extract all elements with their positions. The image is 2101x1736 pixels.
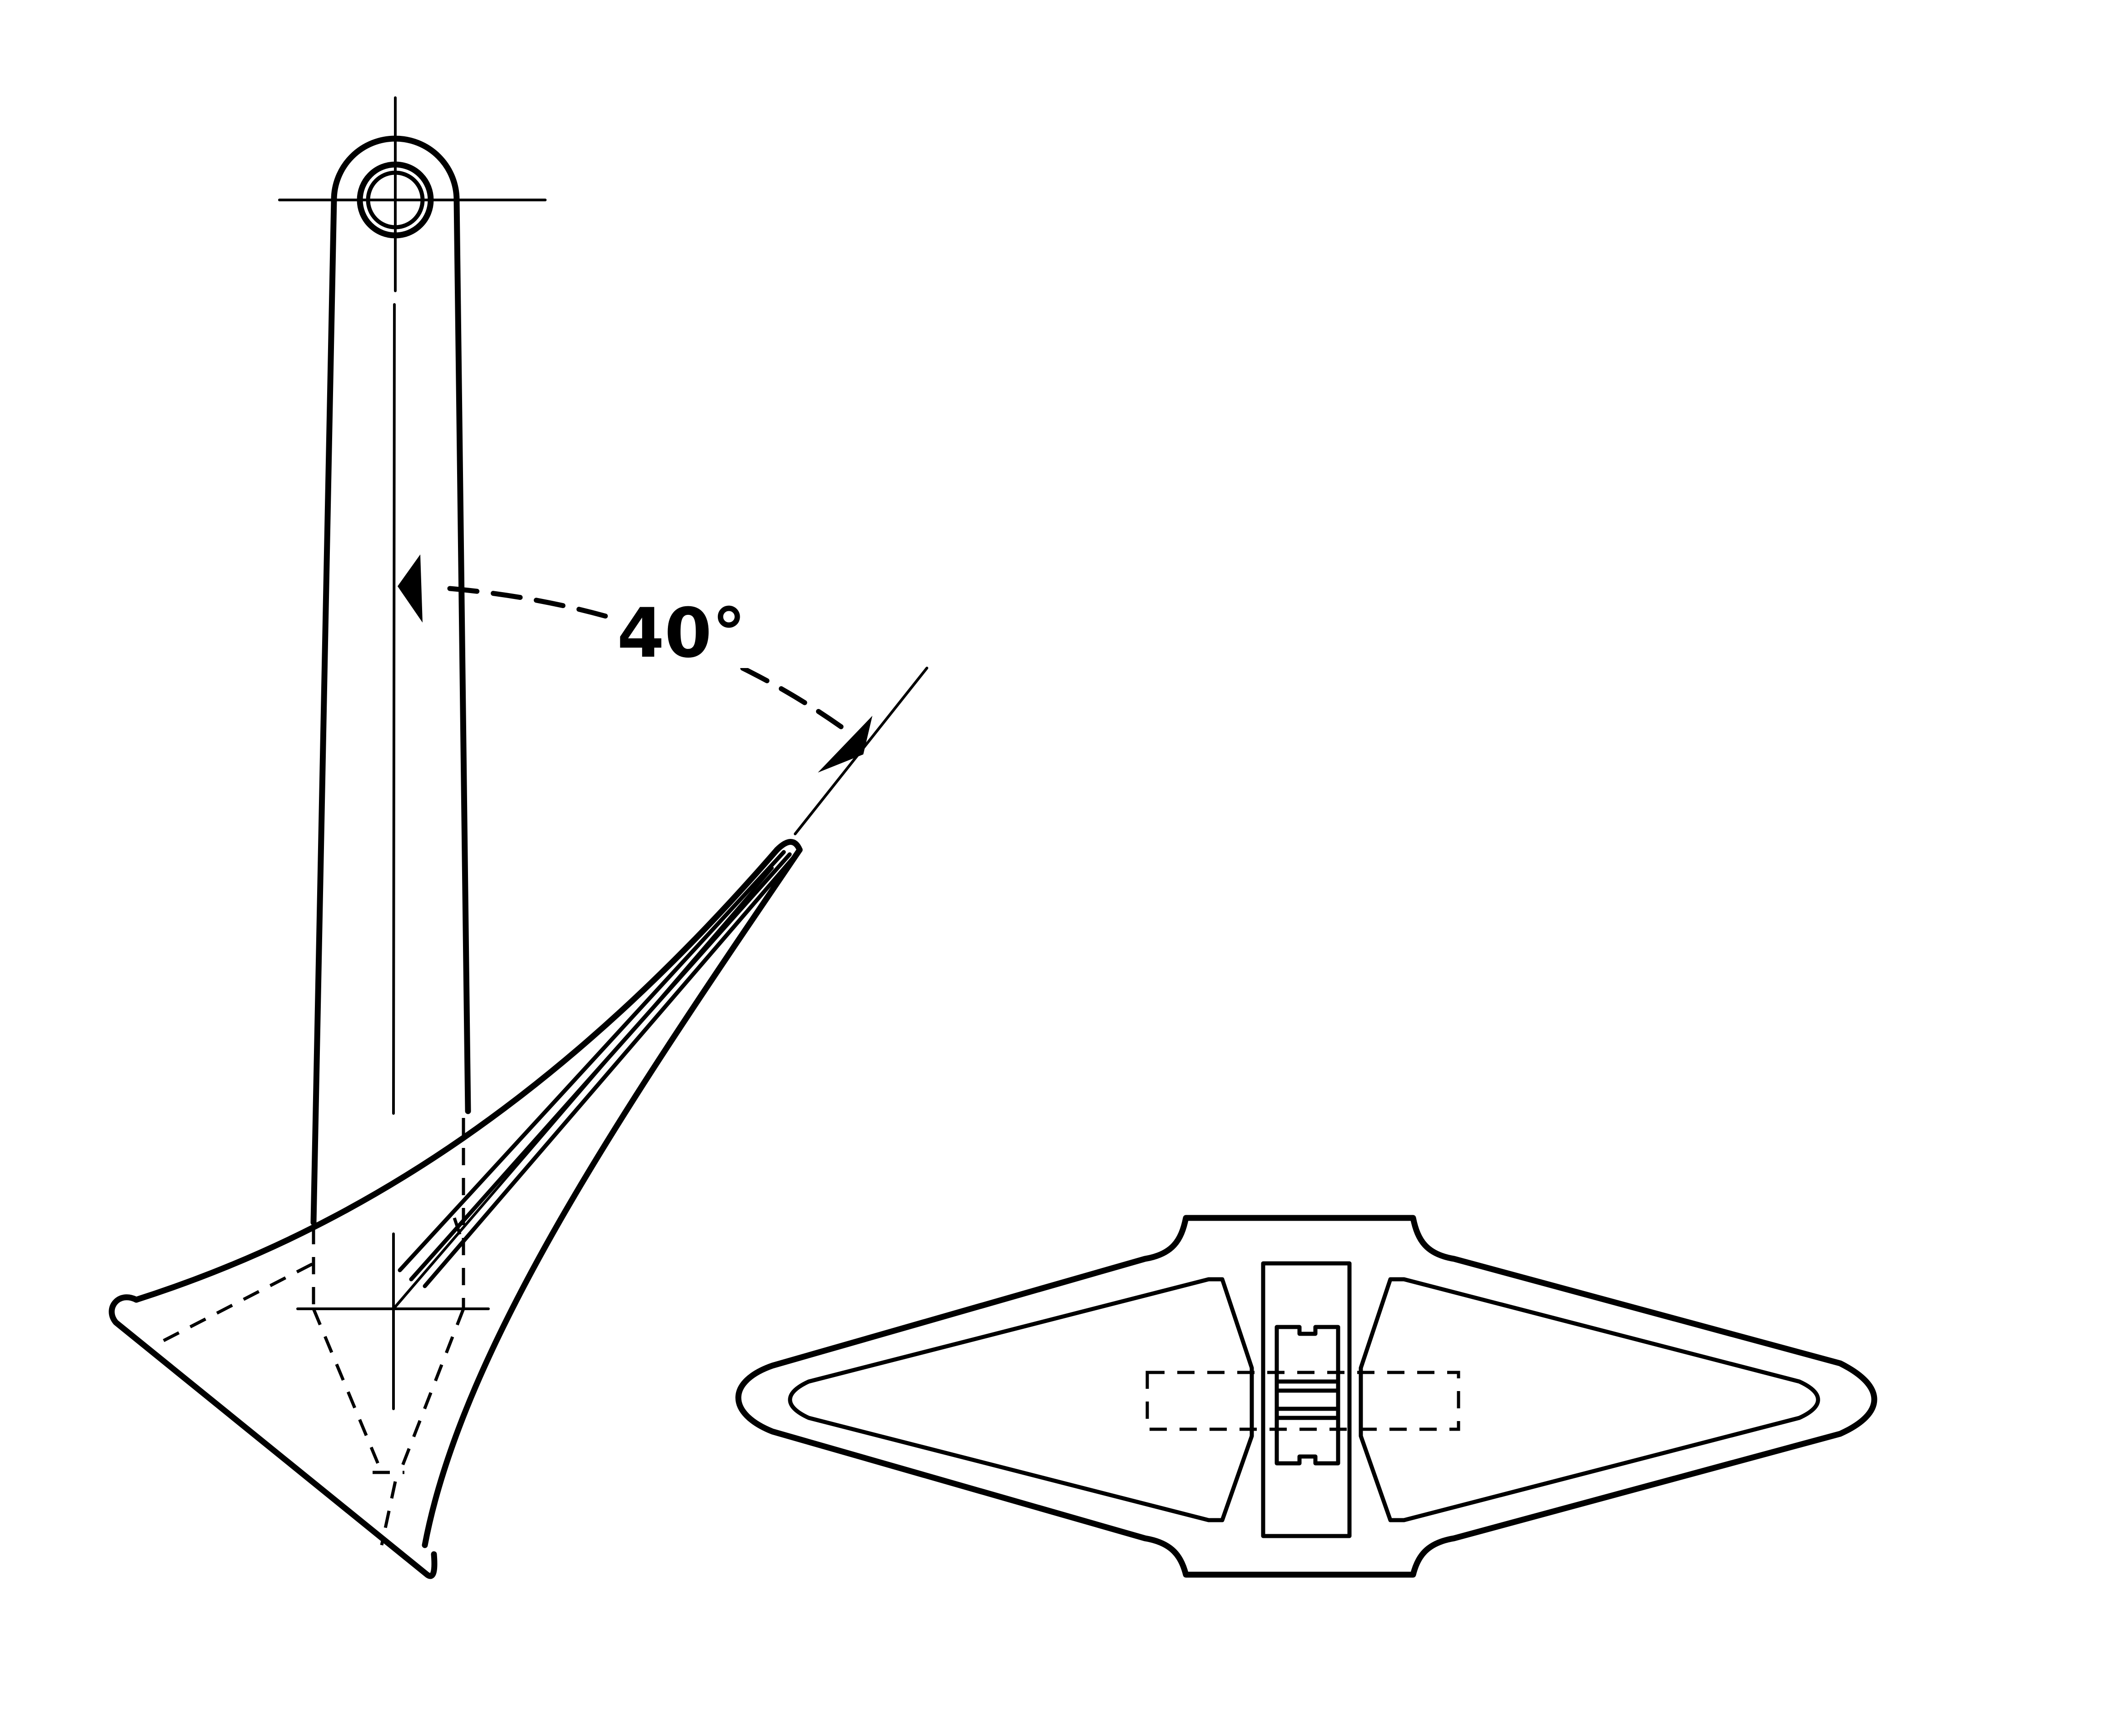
plan-hidden-stock bbox=[1145, 1371, 1460, 1431]
plan-shank-element bbox=[1275, 1325, 1340, 1466]
eye-inner-ring bbox=[366, 170, 425, 229]
fluke-rib-1 bbox=[398, 850, 786, 1272]
fluke-tip bbox=[774, 839, 803, 853]
anchor-side-view: 40° bbox=[109, 96, 928, 1579]
fluke-rib-3 bbox=[423, 854, 797, 1288]
hidden-line-toe bbox=[380, 1481, 397, 1546]
fluke-left-lip bbox=[109, 1294, 438, 1579]
angle-label: 40° bbox=[617, 594, 746, 673]
plan-center-plate bbox=[1261, 1261, 1352, 1538]
plan-left-opening bbox=[788, 1277, 1254, 1522]
fluke-back-edge bbox=[422, 847, 803, 1548]
angle-arrowhead-left bbox=[398, 554, 423, 623]
eye-outer-ring bbox=[357, 161, 434, 239]
angle-label-backdrop bbox=[611, 595, 752, 668]
shank-centerline-upper bbox=[392, 303, 396, 1115]
shank-outline bbox=[310, 135, 471, 1226]
plan-right-opening bbox=[1359, 1277, 1820, 1522]
hidden-line-fluke-left bbox=[163, 1262, 314, 1342]
angle-arrowhead-right bbox=[818, 716, 872, 773]
plan-outer-outline bbox=[735, 1215, 1877, 1578]
hidden-line-crown-left bbox=[312, 1308, 383, 1473]
fluke-upper-edge bbox=[133, 847, 780, 1303]
fluke-rib-4 bbox=[392, 867, 774, 1310]
anchor-plan-view bbox=[735, 1215, 1877, 1578]
hidden-line-rib bbox=[453, 1217, 465, 1246]
